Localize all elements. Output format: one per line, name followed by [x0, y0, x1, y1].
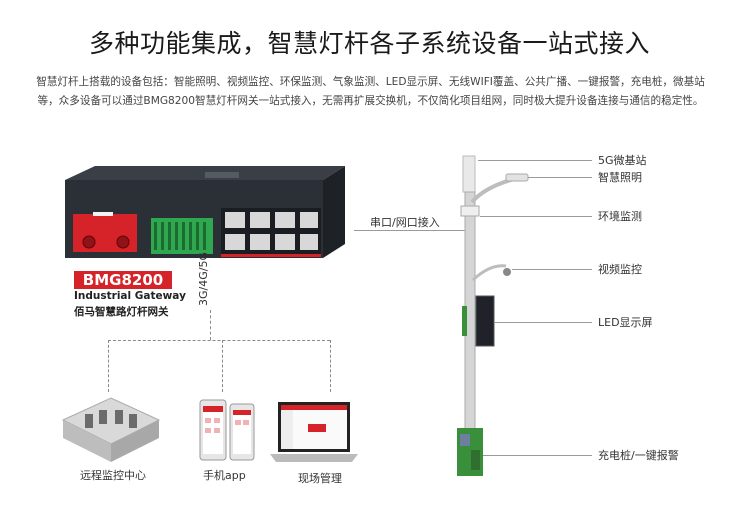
client-label-app: 手机app: [203, 469, 246, 482]
monitoring-center-image: [61, 397, 161, 462]
link-line: [354, 230, 466, 231]
page-title: 多种功能集成，智慧灯杆各子系统设备一站式接入: [88, 29, 650, 58]
callout-line-environment: [480, 216, 592, 217]
link-label: 串口/网口接入: [370, 216, 440, 229]
callout-line-led: [494, 322, 592, 323]
description-text: 智慧灯杆上搭载的设备包括：智能照明、视频监控、环保监测、气象监测、LED显示屏、…: [36, 76, 705, 107]
callout-line-charging: [483, 455, 592, 456]
callout-basestation: 5G微基站: [598, 154, 647, 167]
callout-line-basestation: [478, 160, 592, 161]
network-dash-vertical: [210, 310, 211, 340]
callout-led: LED显示屏: [598, 316, 653, 329]
network-label: 3G/4G/5G: [197, 252, 210, 306]
gateway-model-badge: BMG8200: [74, 271, 172, 289]
phone-image: [199, 399, 255, 461]
callout-lighting: 智慧照明: [598, 171, 642, 184]
client-label-onsite: 现场管理: [298, 472, 342, 485]
laptop-image: [270, 402, 358, 462]
network-dash-left: [108, 340, 109, 392]
callout-line-lighting: [528, 177, 592, 178]
callout-line-video: [512, 269, 592, 270]
callout-charging: 充电桩/一键报警: [598, 449, 679, 462]
callout-environment: 环境监测: [598, 210, 642, 223]
gateway-subtitle: Industrial Gateway: [74, 290, 186, 302]
network-dash-right: [330, 340, 331, 392]
callout-video: 视频监控: [598, 263, 642, 276]
network-dash-mid: [222, 340, 223, 392]
smart-pole-image: [457, 155, 529, 476]
gateway-device-image: [65, 166, 345, 258]
gateway-cn-name: 佰马智慧路灯杆网关: [74, 306, 169, 318]
client-label-monitoring: 远程监控中心: [80, 469, 146, 482]
network-dash-horizontal: [108, 340, 330, 341]
